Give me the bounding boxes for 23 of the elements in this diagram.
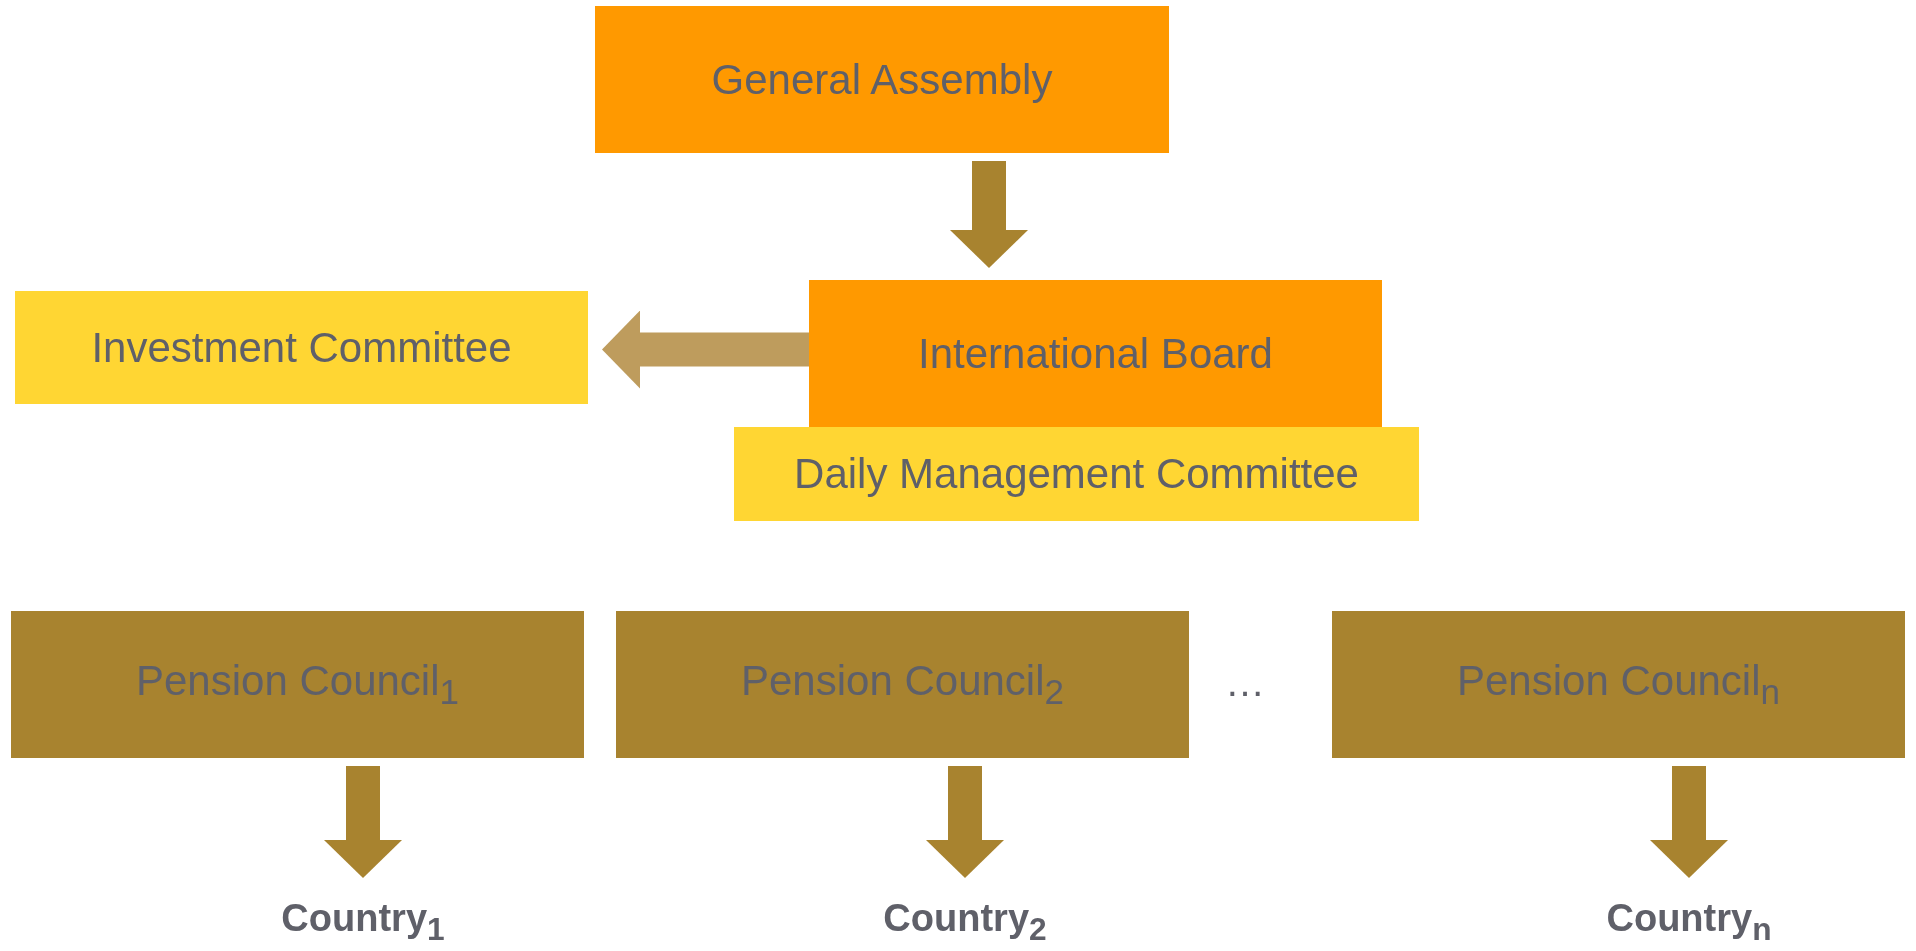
box-title: Pension Council$_{1}$ bbox=[136, 656, 459, 713]
arrow bbox=[602, 310, 809, 389]
arrow bbox=[950, 161, 1028, 268]
org-box bbox=[595, 6, 1169, 153]
box-title: International Board bbox=[918, 329, 1273, 378]
ellipsis-text: … bbox=[1225, 660, 1265, 705]
box-title: General Assembly bbox=[711, 55, 1053, 104]
arrow bbox=[324, 766, 402, 878]
box-title: Pension Council$_{2}$ bbox=[741, 656, 1064, 713]
org-box bbox=[15, 291, 588, 404]
org-box bbox=[1332, 611, 1905, 758]
org-box bbox=[11, 611, 584, 758]
country-name: Country$_{n}$ bbox=[1606, 896, 1772, 948]
country-name: Country$_{2}$ bbox=[883, 896, 1047, 948]
arrow bbox=[926, 766, 1004, 878]
country-name: Country$_{1}$ bbox=[281, 896, 445, 948]
org-box bbox=[734, 427, 1419, 521]
box-title: Pension Council$_{n}$ bbox=[1457, 656, 1780, 713]
org-box bbox=[616, 611, 1189, 758]
box-title: Investment Committee bbox=[91, 323, 512, 372]
box-title: Daily Management Committee bbox=[794, 450, 1359, 498]
arrow bbox=[1650, 766, 1728, 878]
org-box bbox=[809, 280, 1382, 427]
